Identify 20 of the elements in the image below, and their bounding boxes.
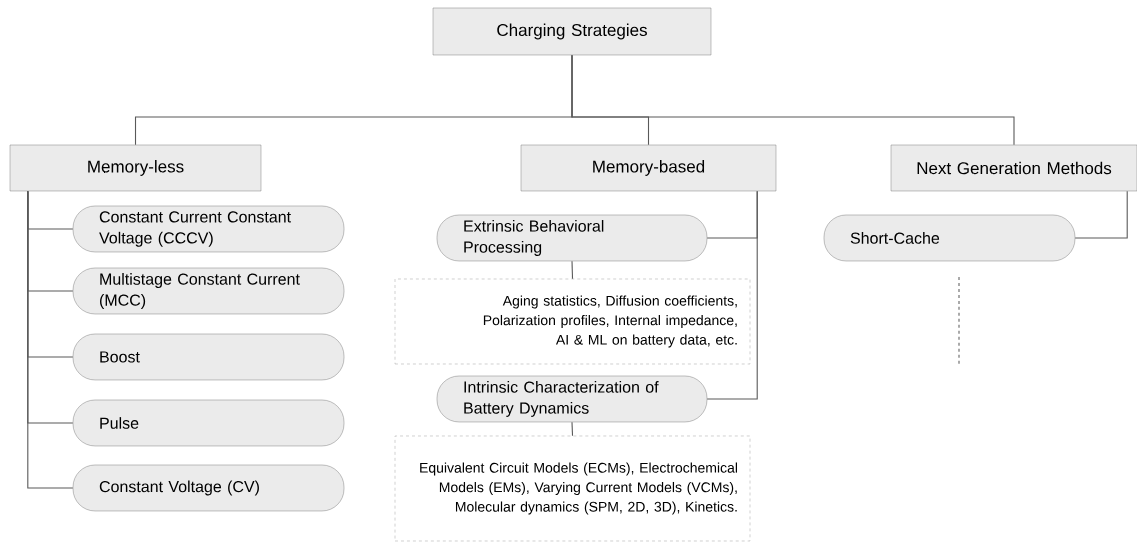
method-pill: Boost <box>72 333 345 381</box>
method-pill: Extrinsic Behavioral Processing <box>436 214 708 262</box>
dashed-note-box: Equivalent Circuit Models (ECMs), Electrochemical Models (EMs), Varying Current Models (VCMs), Molecular dynamics (SPM, 2D, 3D), Kinetics. <box>394 435 751 542</box>
category-box: Memory-based <box>520 144 777 192</box>
method-pill: Constant Current Constant Voltage (CCCV) <box>72 205 345 253</box>
method-pill: Intrinsic Characterization of Battery Dynamics <box>436 375 708 423</box>
method-pill: Pulse <box>72 399 345 447</box>
method-pill: Multistage Constant Current (MCC) <box>72 267 345 315</box>
connector-line <box>1074 190 1128 239</box>
connector-line <box>706 190 758 400</box>
dashed-note-box: Aging statistics, Diffusion coefficients, Polarization profiles, Internal impedance, AI & ML on battery data, etc. <box>394 278 751 365</box>
connector-line <box>27 190 74 489</box>
connector-line <box>571 421 574 437</box>
method-pill: Constant Voltage (CV) <box>72 464 345 512</box>
category-box: Memory-less <box>9 144 262 192</box>
category-box: Next Generation Methods <box>890 144 1137 192</box>
category-box: Charging Strategies <box>432 7 712 56</box>
connector-line <box>571 54 1015 146</box>
method-pill: Short-Cache <box>823 214 1076 262</box>
connector-line <box>571 260 574 280</box>
